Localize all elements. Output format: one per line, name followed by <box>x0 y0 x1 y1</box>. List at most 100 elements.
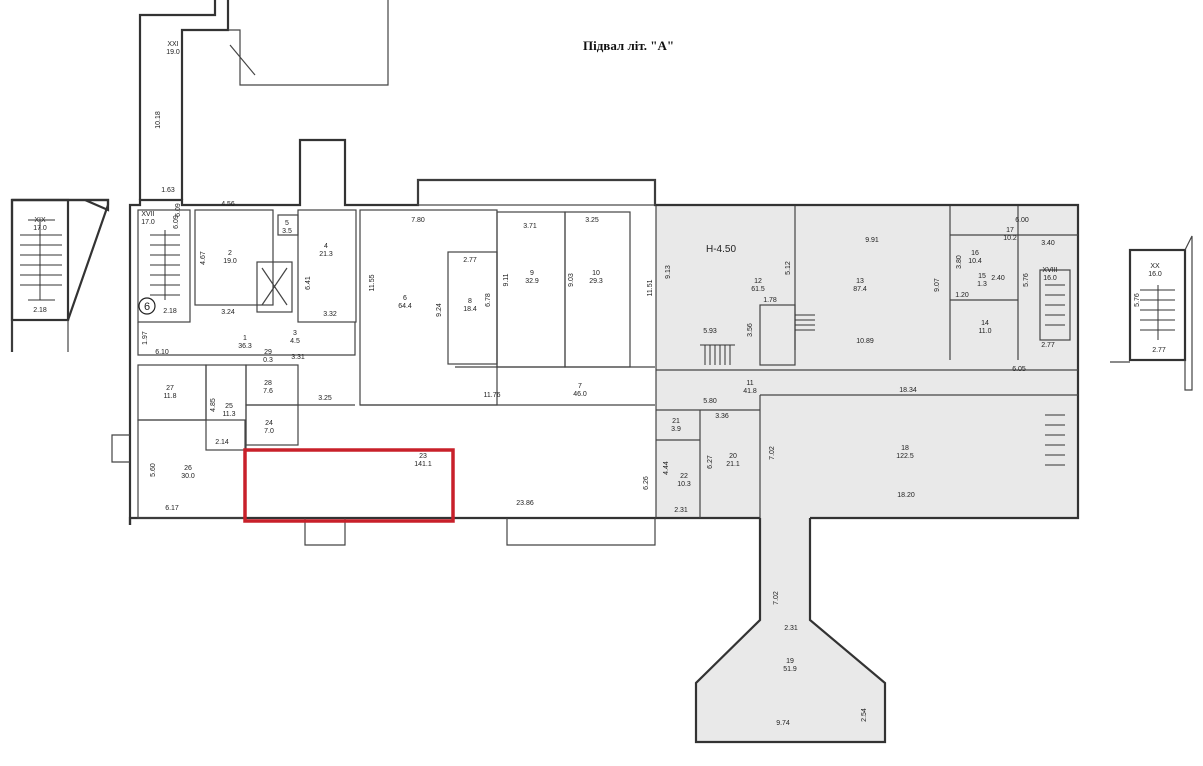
dimension-label: 2.77 <box>463 257 477 264</box>
room-number-8: 8 <box>468 298 472 305</box>
dimension-label: 7.02 <box>773 591 780 605</box>
room-area-7: 46.0 <box>573 391 587 398</box>
dimension-label: 9.91 <box>865 237 879 244</box>
dimension-label: 5.93 <box>703 328 717 335</box>
dimension-label: 3.24 <box>221 309 235 316</box>
room-area-29: 0.3 <box>263 357 273 364</box>
dimension-label: 10.89 <box>856 338 874 345</box>
room-area-6: 64.4 <box>398 303 412 310</box>
room-area-20: 21.1 <box>726 461 740 468</box>
room-area-5: 3.5 <box>282 228 292 235</box>
dimension-label: 9.13 <box>665 265 672 279</box>
room-number-18: 18 <box>901 445 909 452</box>
dimension-label: 3.25 <box>585 217 599 224</box>
room-number-XVIII: XVIII <box>1042 267 1057 274</box>
stairs-xviii <box>1045 284 1065 466</box>
room-area-XX: 16.0 <box>1148 271 1162 278</box>
room-area-22: 10.3 <box>677 481 691 488</box>
dimension-label: 3.80 <box>956 255 963 269</box>
room-area-27: 11.8 <box>163 393 176 400</box>
building-outline <box>111 138 1080 744</box>
dimension-label: 4.85 <box>210 398 217 412</box>
dimension-label: 4.67 <box>200 251 207 265</box>
dimension-label: 4.44 <box>663 461 670 475</box>
elevation-mark: Н-4.50 <box>706 244 736 255</box>
dimension-label: 2.77 <box>1152 347 1166 354</box>
dimension-label: 9.07 <box>934 278 941 292</box>
dimension-label: 4.56 <box>221 201 235 208</box>
dimension-labels: 10.18 1.63 6.096.09 4.56 4.67 3.24 6.41 3.32 2.1… <box>33 111 1166 727</box>
room-number-14: 14 <box>981 320 989 327</box>
stairs-12 <box>700 314 815 365</box>
room-area-10: 29.3 <box>589 278 603 285</box>
room-number-22: 22 <box>680 473 688 480</box>
dimension-label: 1.63 <box>161 187 175 194</box>
room-labels: 136.3219.034.5421.353.5664.4746.0818.493… <box>33 41 1162 673</box>
dimension-label: 2.54 <box>861 708 868 722</box>
plan-title: Підвал літ. "А" <box>583 38 674 53</box>
dimension-label: 23.86 <box>516 500 534 507</box>
room-area-19: 51.9 <box>783 666 797 673</box>
room-area-14: 11.0 <box>978 328 991 335</box>
room-number-26: 26 <box>184 465 192 472</box>
room-number-3: 3 <box>293 330 297 337</box>
room-area-XIX: 17.0 <box>33 225 47 232</box>
room-area-13: 87.4 <box>853 286 867 293</box>
dimension-label: 6.78 <box>485 293 492 307</box>
room-area-XVII: 17.0 <box>141 219 155 226</box>
room-area-17: 10.2 <box>1003 235 1017 242</box>
stair-tower-xxi <box>138 0 389 200</box>
dimension-label: 11.51 <box>647 279 654 296</box>
dimension-label: 6.41 <box>305 276 312 290</box>
dimension-label: 2.14 <box>215 439 229 446</box>
dimension-label: 10.18 <box>155 111 162 129</box>
shaded-right-block <box>656 206 1078 742</box>
room-number-19: 19 <box>786 658 794 665</box>
dimension-label: 2.77 <box>1041 342 1055 349</box>
dimension-label: 6.09 <box>173 215 180 229</box>
dimension-label: 2.31 <box>784 625 798 632</box>
dimension-label: 9.03 <box>568 273 575 287</box>
room-area-24: 7.0 <box>264 428 274 435</box>
room-number-15: 15 <box>978 273 986 280</box>
room-area-21: 3.9 <box>671 426 681 433</box>
room-number-27: 27 <box>166 385 174 392</box>
dimension-label: 9.74 <box>776 720 790 727</box>
dimension-label: 3.71 <box>523 223 537 230</box>
room-number-28: 28 <box>264 380 272 387</box>
room-number-17: 17 <box>1006 227 1014 234</box>
dimension-label: 5.60 <box>150 463 157 477</box>
room-area-25: 11.3 <box>222 411 235 418</box>
room-number-XVII: XVII <box>141 211 154 218</box>
room-area-11: 41.8 <box>743 388 757 395</box>
dimension-label: 2.18 <box>163 308 177 315</box>
dimension-label: 6.05 <box>1012 366 1026 373</box>
dimension-label: 9.11 <box>503 273 510 286</box>
room-number-29: 29 <box>264 349 272 356</box>
room-number-XIX: XIX <box>34 217 46 224</box>
room-number-9: 9 <box>530 270 534 277</box>
room-number-16: 16 <box>971 250 979 257</box>
dimension-label: 3.31 <box>291 354 305 361</box>
room-area-23: 141.1 <box>414 461 432 468</box>
stair-marker-label: 6 <box>144 301 150 313</box>
dimension-label: 6.00 <box>1015 217 1029 224</box>
dimension-label: 6.09 <box>175 203 182 217</box>
dimension-label: 2.18 <box>33 307 47 314</box>
dimension-label: 3.32 <box>323 311 337 318</box>
dimension-label: 5.76 <box>1134 293 1141 307</box>
dimension-label: 5.76 <box>1023 273 1030 287</box>
room-area-28: 7.6 <box>263 388 273 395</box>
room-number-10: 10 <box>592 270 600 277</box>
room-area-2: 19.0 <box>223 258 237 265</box>
stair-xx <box>1110 235 1193 391</box>
room-area-12: 61.5 <box>751 286 765 293</box>
highlighted-premises-frame <box>243 448 455 523</box>
dimension-label: 18.34 <box>899 387 917 394</box>
dimension-label: 11.76 <box>484 392 501 399</box>
room-number-XX: XX <box>1150 263 1160 270</box>
room-area-26: 30.0 <box>181 473 195 480</box>
room-number-2: 2 <box>228 250 232 257</box>
dimension-label: 3.36 <box>715 413 729 420</box>
dimension-label: 18.20 <box>897 492 915 499</box>
